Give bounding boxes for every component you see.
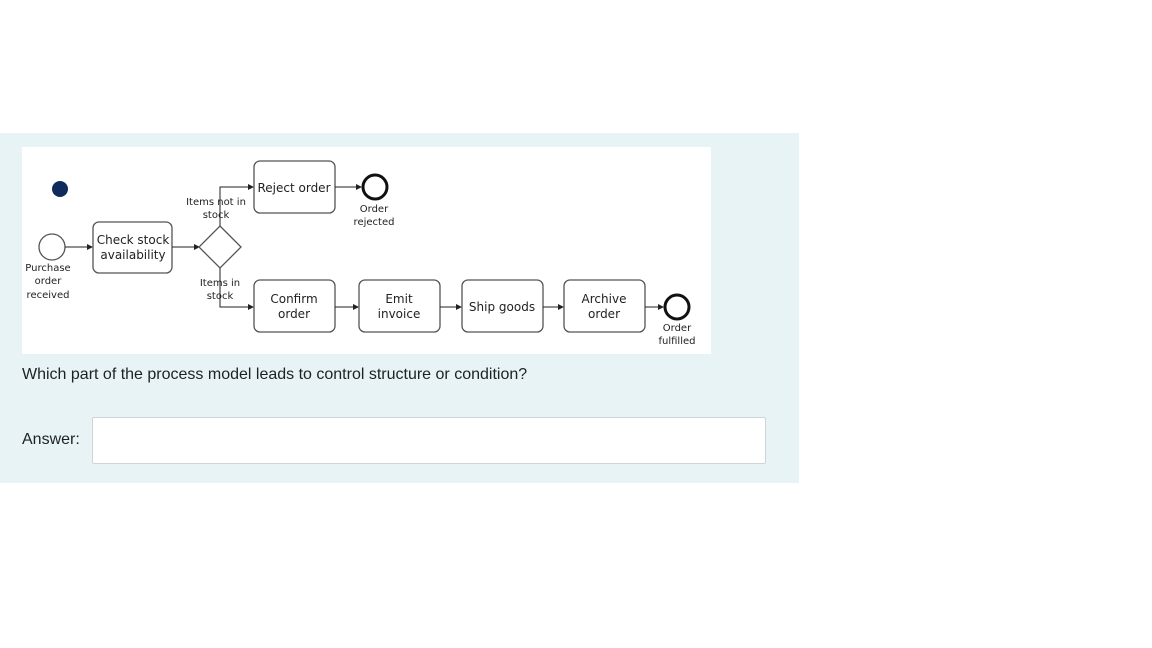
confirm-order-task — [253, 279, 336, 333]
order-fulfilled-label-2: fulfilled — [659, 336, 696, 347]
order-fulfilled-label-1: Order — [663, 323, 692, 334]
branch-in-stock-label-1: Items in — [200, 278, 240, 289]
order-fulfilled-end-event — [663, 293, 691, 321]
emit-invoice-task — [358, 279, 441, 333]
question-text: Which part of the process model leads to… — [22, 366, 528, 383]
exclusive-gateway — [198, 225, 242, 269]
order-rejected-label-1: Order — [360, 204, 389, 215]
confirm-order-label-1: Confirm — [270, 292, 317, 306]
process-diagram: Purchase order received Check stock avai… — [22, 147, 711, 354]
emit-invoice-label-1: Emit — [385, 292, 413, 306]
start-event-label-1: Purchase — [25, 263, 70, 274]
reject-order-label: Reject order — [257, 181, 330, 195]
process-diagram-svg: Purchase order received Check stock avai… — [25, 160, 696, 347]
check-stock-label-2: availability — [100, 248, 165, 262]
emit-invoice-label-2: invoice — [378, 307, 421, 321]
archive-order-label-2: order — [588, 307, 620, 321]
order-rejected-label-2: rejected — [354, 217, 395, 228]
branch-not-in-stock-label-1: Items not in — [186, 197, 246, 208]
start-event-label-2: order — [35, 276, 63, 287]
order-rejected-end-event — [361, 173, 389, 201]
archive-order-task — [563, 279, 646, 333]
archive-order-label-1: Archive — [582, 292, 627, 306]
question-panel: Purchase order received Check stock avai… — [0, 133, 799, 483]
start-event — [38, 233, 66, 261]
check-stock-label-1: Check stock — [97, 233, 170, 247]
ship-goods-task — [461, 279, 544, 333]
confirm-order-label-2: order — [278, 307, 310, 321]
answer-label: Answer: — [22, 431, 80, 448]
answer-input[interactable] — [92, 417, 766, 464]
branch-not-in-stock-label-2: stock — [203, 210, 230, 221]
branch-in-stock-label-2: stock — [207, 291, 234, 302]
start-event-label-3: received — [27, 290, 70, 301]
selection-dot-icon — [52, 181, 68, 197]
ship-goods-label: Ship goods — [469, 300, 535, 314]
